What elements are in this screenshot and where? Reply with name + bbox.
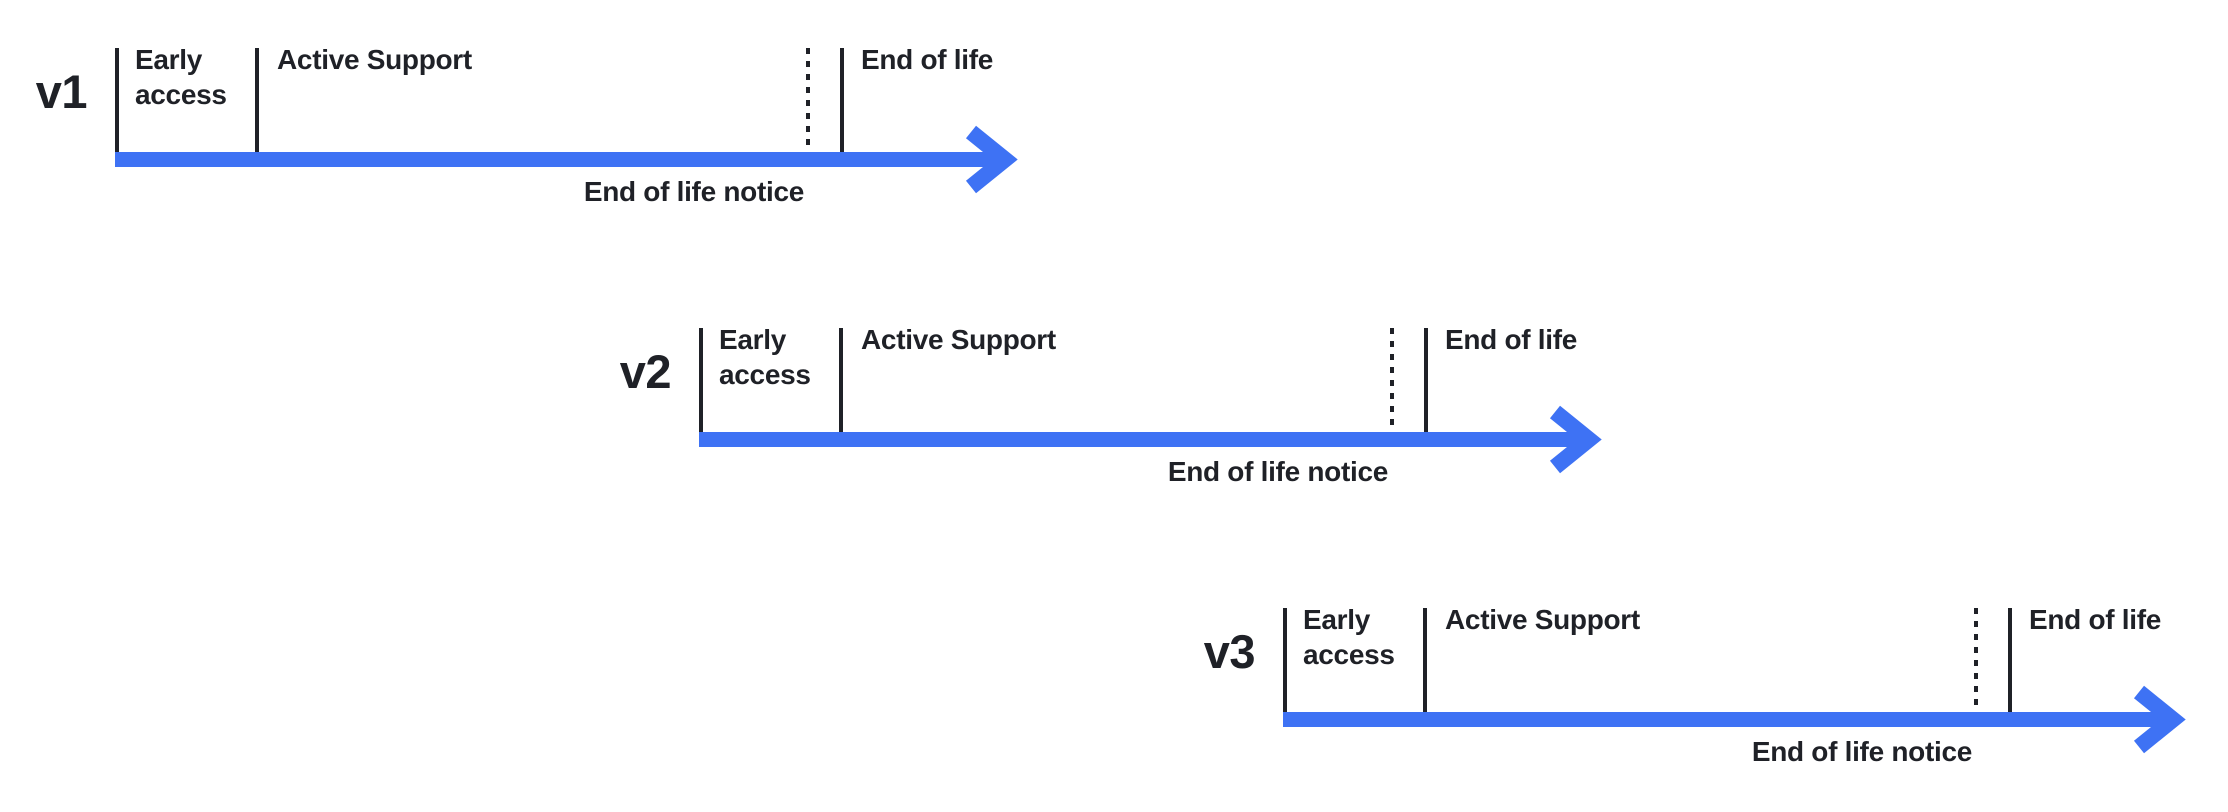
- end-of-life-notice-label: End of life notice: [1167, 456, 1388, 487]
- version-label-v1: v1: [35, 65, 88, 118]
- timeline-axis-v1: [115, 48, 1018, 194]
- early-access-label: Early access: [719, 324, 811, 390]
- timeline-bar: [115, 152, 1001, 167]
- timeline-bar: [1283, 712, 2169, 727]
- end-of-life-notice-label: End of life notice: [583, 176, 804, 207]
- active-support-label: Active Support: [1445, 604, 1640, 635]
- early-access-label: Early access: [135, 44, 227, 110]
- end-of-life-label: End of life: [2029, 604, 2162, 635]
- version-label-v2: v2: [619, 345, 672, 398]
- arrow-head-icon: [965, 125, 1018, 194]
- arrow-head-icon: [2133, 685, 2186, 754]
- end-of-life-label: End of life: [861, 44, 994, 75]
- end-of-life-notice-label: End of life notice: [1751, 736, 1972, 767]
- version-label-v3: v3: [1203, 625, 1256, 678]
- timeline-axis-v2: [699, 328, 1602, 474]
- active-support-label: Active Support: [861, 324, 1056, 355]
- timeline-bar: [699, 432, 1585, 447]
- early-access-label: Early access: [1303, 604, 1395, 670]
- active-support-label: Active Support: [277, 44, 472, 75]
- arrow-head-icon: [1549, 405, 1602, 474]
- end-of-life-label: End of life: [1445, 324, 1578, 355]
- timeline-axis-v3: [1283, 608, 2186, 754]
